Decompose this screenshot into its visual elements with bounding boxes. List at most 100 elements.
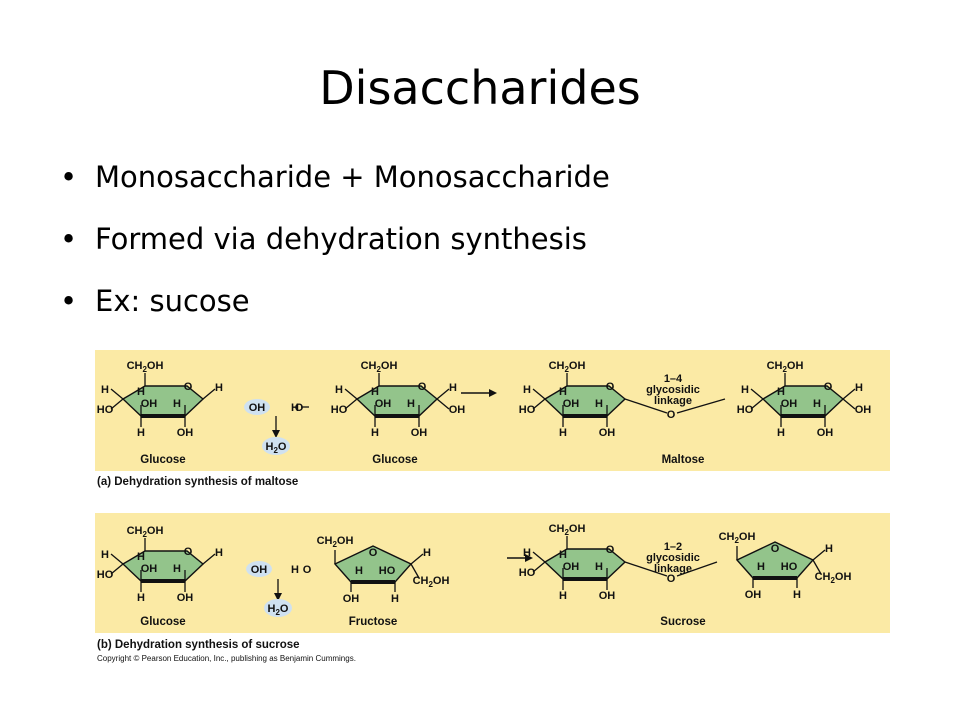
ring-oxygen-label: O	[824, 381, 833, 393]
atom-label: H	[559, 427, 567, 439]
atom-label: H	[371, 386, 379, 398]
atom-label: H	[825, 543, 833, 555]
atom-label: O	[667, 573, 676, 585]
atom-label: OH	[781, 398, 798, 410]
atom-label: H	[291, 564, 299, 576]
bond-line	[410, 563, 420, 579]
atom-label: O	[667, 409, 676, 421]
atom-label: H	[757, 561, 765, 573]
atom-label: H	[391, 593, 399, 605]
bullet-list: •Monosaccharide + Monosaccharide •Formed…	[60, 146, 610, 332]
water-bubble	[264, 599, 292, 617]
atom-label: OH	[411, 427, 428, 439]
atom-label: H	[137, 427, 145, 439]
bond-line	[436, 398, 450, 410]
atom-label: OH	[563, 561, 580, 573]
atom-label: OH	[599, 427, 616, 439]
atom-label: H	[101, 549, 109, 561]
linkage-label: linkage	[654, 563, 692, 575]
atom-label: H	[423, 547, 431, 559]
atom-label: H	[523, 384, 531, 396]
bullet-text: Monosaccharide + Monosaccharide	[95, 160, 610, 194]
ring-oxygen-label: O	[184, 381, 193, 393]
atom-label: H	[741, 384, 749, 396]
bond-line	[750, 398, 764, 410]
linkage-label: 1–2	[664, 541, 682, 553]
ring-oxygen-label: O	[369, 547, 378, 559]
atom-label: H	[335, 384, 343, 396]
molecule-name: Maltose	[662, 454, 705, 466]
atom-label: O	[303, 564, 312, 576]
atom-label: OH	[177, 427, 194, 439]
atom-label: OH	[599, 590, 616, 602]
atom-label: OH	[249, 402, 266, 414]
atom-label: OH	[375, 398, 392, 410]
atom-label: OH	[251, 564, 268, 576]
ring-shape	[333, 545, 413, 583]
bond-line	[812, 559, 822, 575]
oh-highlight	[244, 399, 270, 415]
atom-label: OH	[817, 427, 834, 439]
water-label: H2O	[268, 603, 289, 617]
bond-line	[344, 388, 358, 400]
atom-label: HO	[379, 565, 396, 577]
reaction-arrow-head	[489, 389, 497, 397]
atom-label: H	[523, 547, 531, 559]
atom-label: H	[559, 386, 567, 398]
slide-title: Disaccharides	[319, 61, 641, 115]
atom-label: H	[137, 592, 145, 604]
atom-label: OH	[343, 593, 360, 605]
molecule-name: Glucose	[372, 454, 417, 466]
atom-label: H	[793, 589, 801, 601]
bond-line	[202, 388, 216, 400]
bond-line	[410, 553, 424, 565]
linkage-label: linkage	[654, 395, 692, 407]
atom-label: H	[559, 549, 567, 561]
atom-label: OH	[745, 589, 762, 601]
bond-line	[532, 388, 546, 400]
copyright-text: Copyright © Pearson Education, Inc., pub…	[97, 654, 356, 663]
atom-label: H	[595, 398, 603, 410]
atom-label: H	[595, 561, 603, 573]
bond-line	[812, 549, 826, 561]
atom-label: H	[137, 386, 145, 398]
atom-label: OH	[141, 398, 158, 410]
atom-label: O	[295, 402, 304, 414]
bond-line	[532, 551, 546, 563]
panel-a-background	[95, 350, 890, 471]
ch2oh-label: CH2OH	[317, 535, 354, 549]
atom-label: H	[173, 563, 181, 575]
bond-line	[110, 388, 124, 400]
atom-label: OH	[563, 398, 580, 410]
atom-label: OH	[449, 404, 466, 416]
atom-label: OH	[141, 563, 158, 575]
ch2oh-label: CH2OH	[549, 523, 586, 537]
bond-line	[532, 561, 546, 573]
atom-label: H	[215, 382, 223, 394]
ch2oh-label: CH2OH	[361, 360, 398, 374]
atom-label: H	[855, 382, 863, 394]
atom-label: H	[101, 384, 109, 396]
ch2oh-label: CH2OH	[413, 575, 450, 589]
ring-oxygen-label: O	[606, 544, 615, 556]
water-molecule: H2O	[262, 437, 290, 455]
reaction-arrow-head	[525, 554, 533, 562]
molecule-name: Fructose	[349, 616, 398, 628]
linkage-label: glycosidic	[646, 384, 700, 396]
atom-label: H	[215, 547, 223, 559]
down-arrow-head	[274, 593, 282, 601]
water-bubble	[262, 437, 290, 455]
atom-label: H	[407, 398, 415, 410]
bullet-dot-icon: •	[60, 222, 78, 256]
bullet-dot-icon: •	[60, 160, 78, 194]
bond-line	[676, 398, 726, 414]
atom-label: HO	[737, 404, 754, 416]
ch2oh-label: CH2OH	[767, 360, 804, 374]
bond-line	[110, 553, 124, 565]
bullet-text: Ex: sucose	[95, 284, 250, 318]
bullet-item: •Ex: sucose	[60, 270, 610, 332]
ch2oh-label: CH2OH	[127, 360, 164, 374]
water-label: H2O	[266, 441, 287, 455]
